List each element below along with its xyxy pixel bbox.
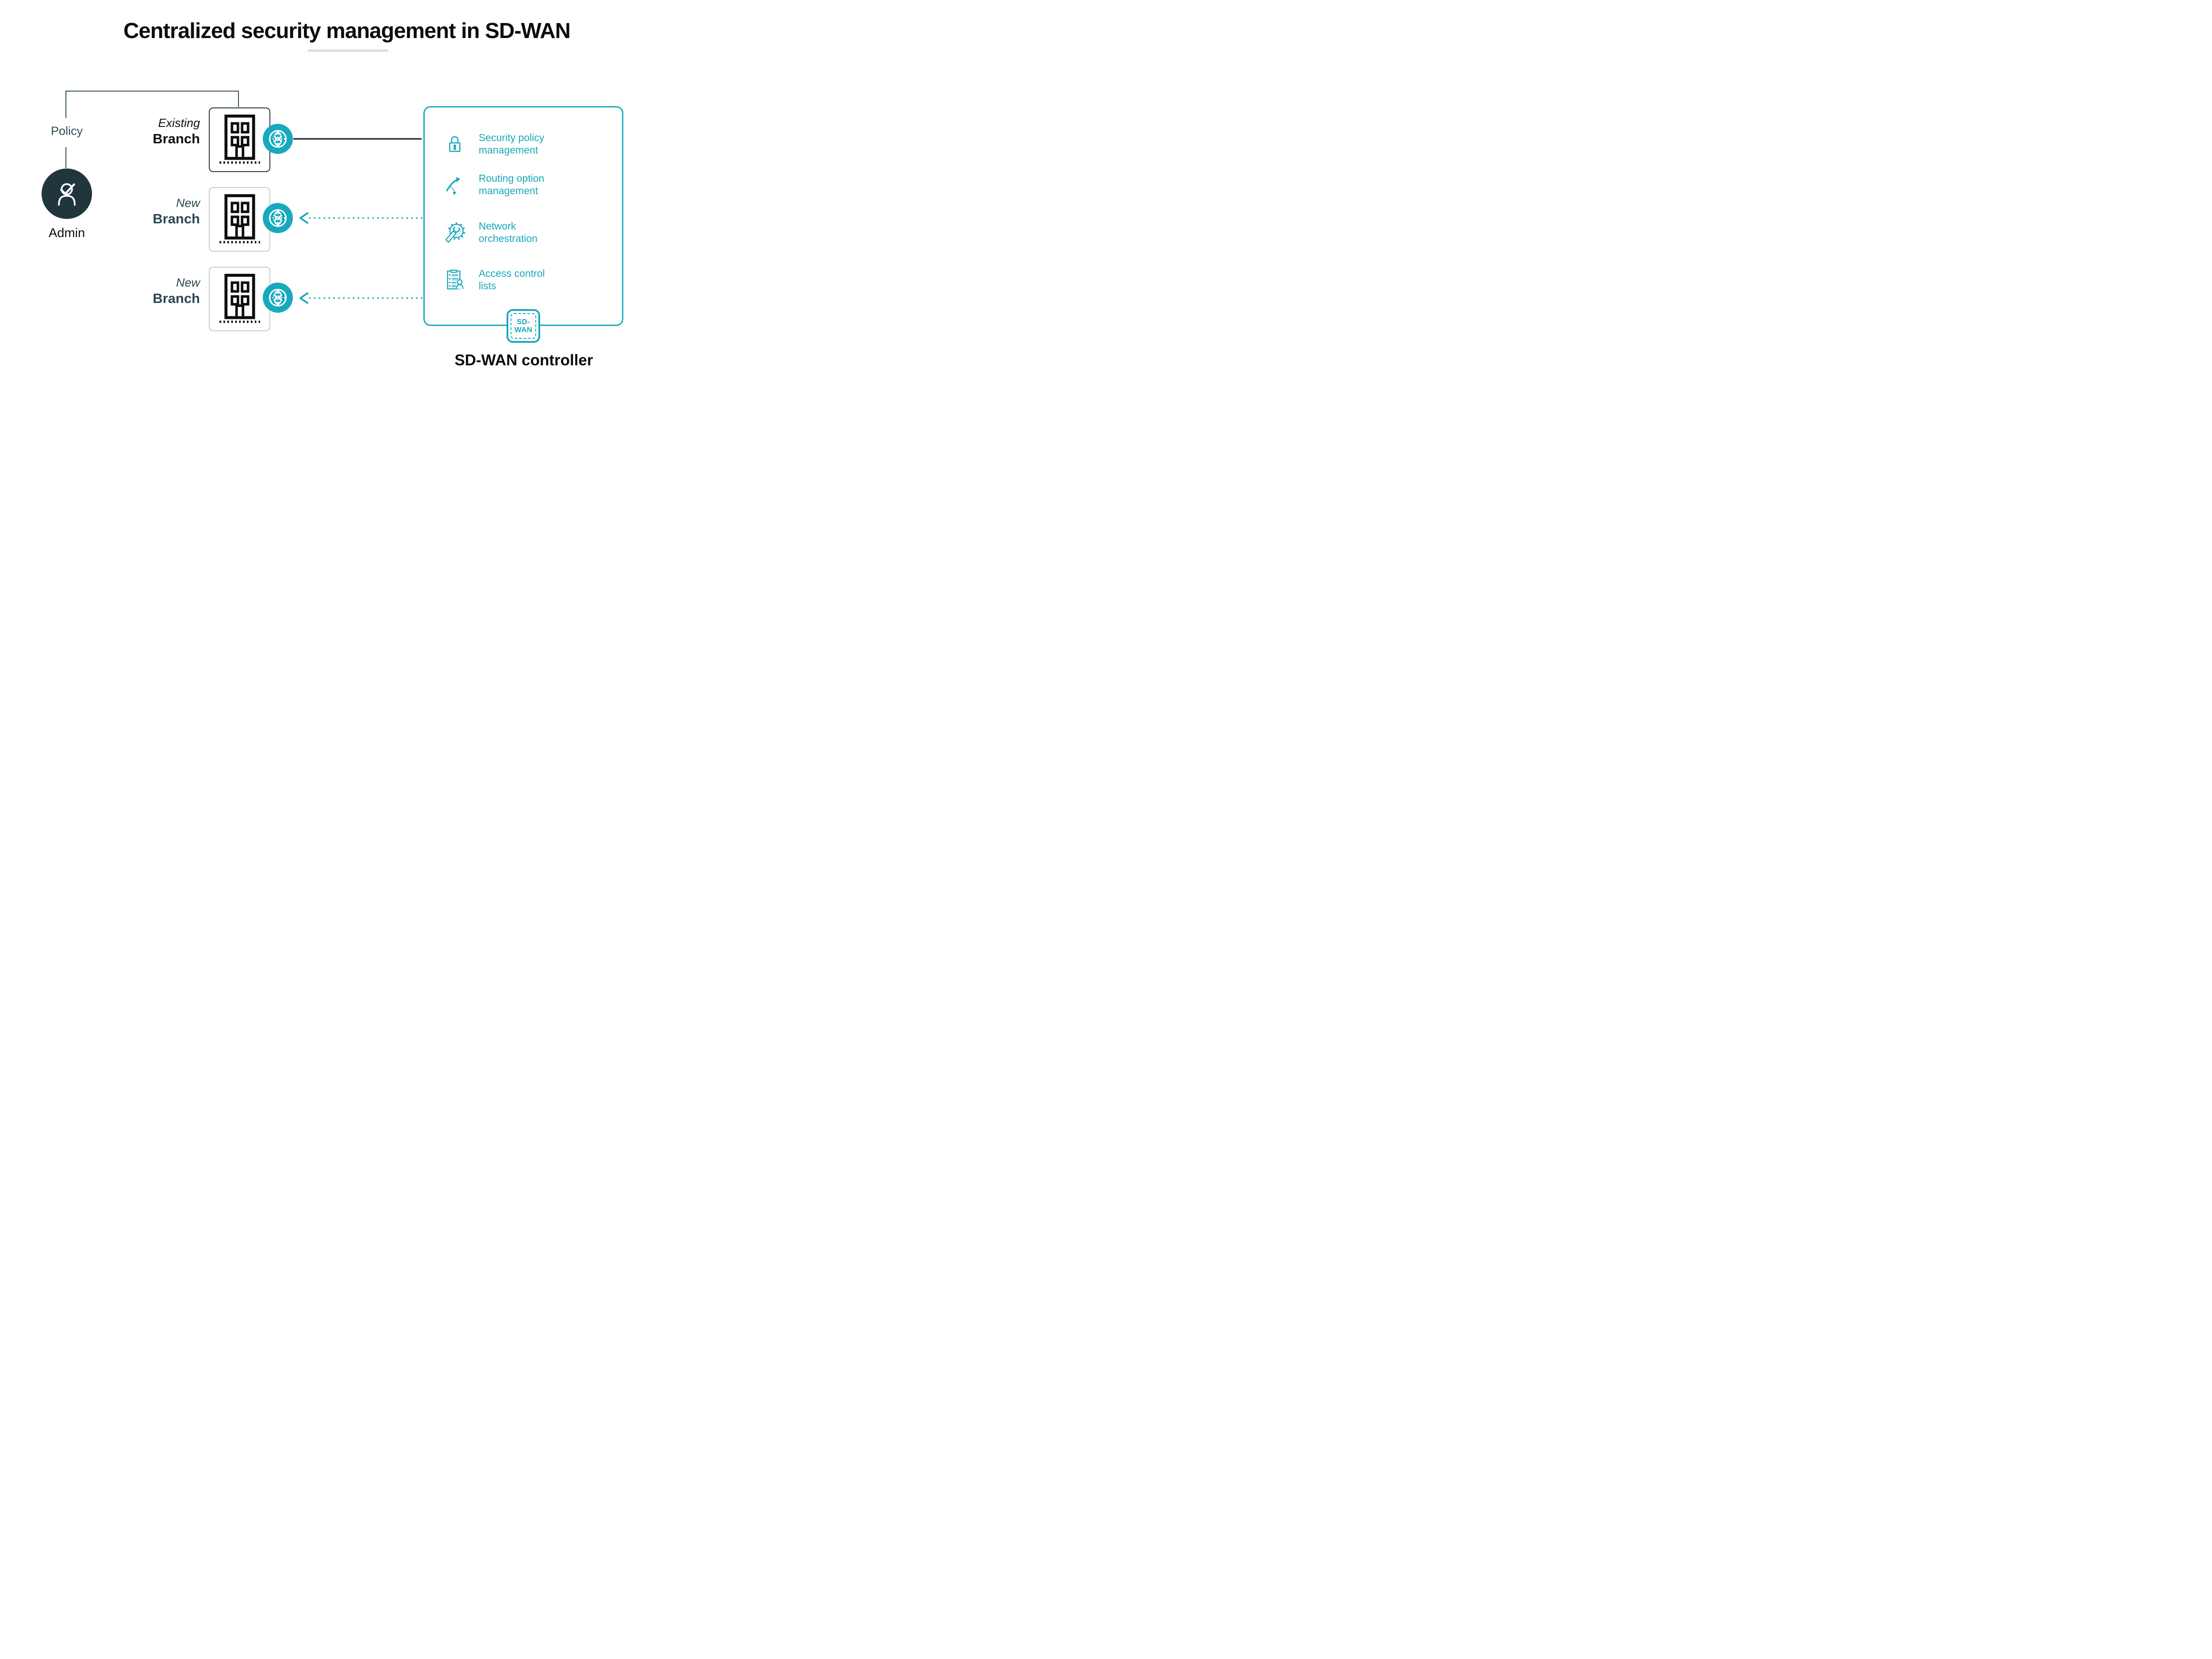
building-icon bbox=[219, 194, 260, 244]
feature-label-security: Security policy management bbox=[479, 132, 545, 156]
branch-type-label: New bbox=[176, 196, 200, 210]
router-icon bbox=[269, 289, 287, 307]
branch-name-label: Branch bbox=[153, 131, 200, 146]
router-circle bbox=[263, 203, 293, 233]
diagram-canvas: Centralized security management in SD-WA… bbox=[0, 0, 694, 390]
lock-icon bbox=[449, 136, 461, 152]
branch-type-label: Existing bbox=[158, 116, 200, 130]
router-circle bbox=[263, 283, 293, 313]
new-branch-arrow-1 bbox=[300, 212, 422, 224]
sdwan-badge-line2: WAN bbox=[514, 326, 533, 334]
policy-connector-line bbox=[65, 91, 239, 118]
sdwan-controller-panel: Security policy management Routing optio… bbox=[423, 106, 623, 326]
branch-label-new-1: New Branch bbox=[120, 196, 200, 227]
clipboard-person-icon bbox=[447, 269, 464, 290]
new-branch-arrow-2 bbox=[300, 292, 422, 304]
router-circle bbox=[263, 124, 293, 154]
title-underline bbox=[308, 50, 388, 52]
branch-building-card-new-2 bbox=[209, 267, 270, 331]
sdwan-badge-inner: SD- WAN bbox=[511, 313, 536, 339]
connector-lines-layer bbox=[65, 91, 422, 304]
branch-building-card-existing bbox=[209, 107, 270, 172]
sdwan-badge-line1: SD- bbox=[516, 318, 530, 326]
route-arrows-icon bbox=[446, 177, 461, 195]
arrowhead-left-icon bbox=[300, 292, 308, 304]
gear-wrench-icon bbox=[445, 222, 465, 243]
router-icon bbox=[269, 209, 287, 227]
admin-label: Admin bbox=[48, 226, 85, 240]
person-check-icon bbox=[58, 183, 76, 206]
arrowhead-left-icon bbox=[300, 212, 308, 224]
admin-avatar bbox=[42, 169, 92, 219]
sdwan-badge: SD- WAN bbox=[507, 309, 540, 343]
controller-label: SD-WAN controller bbox=[454, 352, 593, 369]
branch-type-label: New bbox=[176, 276, 200, 289]
building-icon bbox=[219, 274, 260, 323]
branch-label-new-2: New Branch bbox=[120, 276, 200, 307]
branch-name-label: Branch bbox=[153, 211, 200, 226]
branch-building-card-new-1 bbox=[209, 187, 270, 252]
building-icon bbox=[219, 115, 260, 164]
feature-label-orchestration: Network orchestration bbox=[479, 220, 538, 244]
router-icon bbox=[269, 130, 287, 148]
branch-name-label: Branch bbox=[153, 291, 200, 306]
feature-label-acl: Access control lists bbox=[479, 268, 545, 291]
branch-label-existing: Existing Branch bbox=[120, 116, 200, 147]
policy-label: Policy bbox=[50, 124, 83, 138]
feature-label-routing: Routing option management bbox=[479, 172, 545, 196]
diagram-title: Centralized security management in SD-WA… bbox=[123, 19, 571, 43]
